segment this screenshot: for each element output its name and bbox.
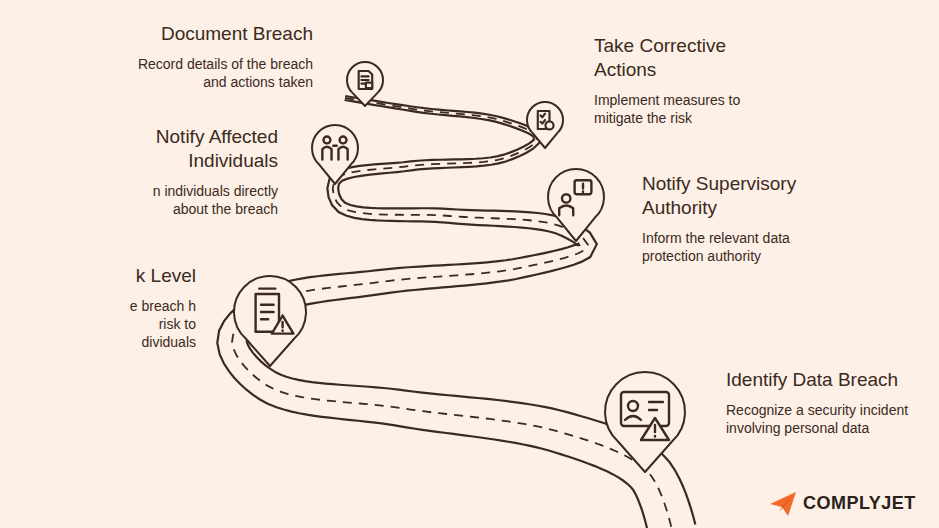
step-label: Notify Affected Individuals n individuals… bbox=[118, 125, 278, 218]
step-description: Recognize a security incident involving … bbox=[726, 401, 916, 437]
step-description: Inform the relevant data protection auth… bbox=[642, 229, 842, 265]
road-surface bbox=[217, 96, 695, 528]
logo-plane-fold bbox=[779, 492, 796, 512]
road-centerline bbox=[232, 98, 672, 528]
pin-icon bbox=[359, 71, 373, 89]
pin-icon bbox=[322, 137, 347, 160]
road-edge bbox=[247, 96, 696, 524]
pin-icon bbox=[621, 392, 669, 440]
map-pin bbox=[312, 125, 358, 184]
logo-icon bbox=[770, 492, 796, 516]
step-heading: Identify Data Breach bbox=[726, 368, 916, 392]
step-label: k Level e breach h risk to dividuals bbox=[120, 264, 196, 351]
step-description: Implement measures to mitigate the risk bbox=[594, 91, 784, 127]
step-label: Document BreachRecord details of the bre… bbox=[113, 22, 313, 91]
map-pin bbox=[234, 276, 306, 366]
step-description: e breach h risk to dividuals bbox=[120, 297, 196, 351]
pin-icon bbox=[538, 111, 554, 129]
step-label: Identify Data BreachRecognize a security… bbox=[726, 368, 916, 437]
step-description: n individuals directly about the breach bbox=[118, 182, 278, 218]
road bbox=[217, 96, 695, 528]
map-pin bbox=[548, 169, 604, 241]
map-pin bbox=[527, 102, 563, 148]
step-heading: Notify Affected Individuals bbox=[118, 125, 278, 173]
step-description: Record details of the breach and actions… bbox=[113, 55, 313, 91]
step-label: Notify Supervisory AuthorityInform the r… bbox=[642, 172, 842, 265]
brand-logo-text: COMPLYJET bbox=[803, 493, 916, 514]
pin-icon bbox=[559, 180, 591, 215]
step-heading: Document Breach bbox=[113, 22, 313, 46]
map-pin bbox=[347, 62, 383, 106]
map-pin bbox=[605, 372, 685, 472]
step-heading: k Level bbox=[120, 264, 196, 288]
pin-icon bbox=[256, 289, 294, 334]
step-label: Take Corrective ActionsImplement measure… bbox=[594, 34, 784, 127]
logo-plane bbox=[770, 492, 796, 516]
step-heading: Notify Supervisory Authority bbox=[642, 172, 842, 220]
step-heading: Take Corrective Actions bbox=[594, 34, 784, 82]
